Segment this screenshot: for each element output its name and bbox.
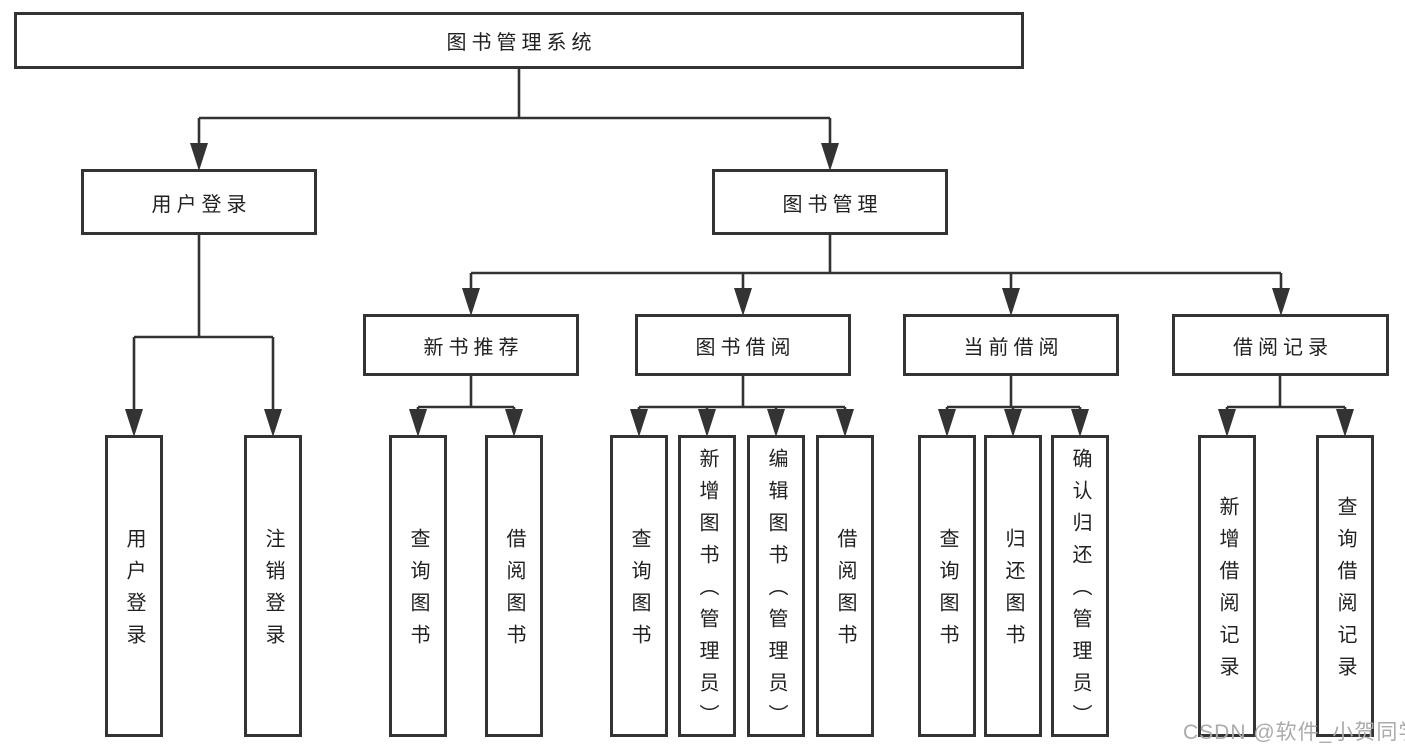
node-leaf-borrowing-query-books-label: 查询图书 [628, 528, 650, 656]
connector-user-login-to-leaves [132, 235, 275, 410]
arrowhead [1218, 409, 1236, 437]
arrowhead [836, 409, 854, 437]
node-leaf-newbooks-borrow-books-label: 借阅图书 [503, 528, 525, 656]
node-leaf-query-borrow-record-label: 查询借阅记录 [1334, 496, 1356, 688]
node-user-login-label: 用户登录 [151, 193, 252, 216]
connector-new-books-to-leaves [416, 376, 516, 411]
arrowhead [505, 409, 523, 437]
node-leaf-edit-books-admin: 编辑图书（管理员） [747, 435, 805, 737]
node-borrow-records-label: 借阅记录 [1233, 336, 1333, 359]
connector-borrowing-to-leaves [637, 376, 847, 411]
node-book-management-label: 图书管理 [782, 193, 883, 216]
arrowhead [190, 143, 208, 171]
arrowhead [698, 409, 716, 437]
node-root-label: 图书管理系统 [446, 32, 597, 54]
node-leaf-logout: 注销登录 [244, 435, 302, 737]
node-leaf-borrowing-borrow-books-label: 借阅图书 [834, 528, 856, 656]
node-book-borrowing: 图书借阅 [635, 314, 851, 376]
arrowhead [938, 409, 956, 437]
connector-records-to-leaves [1225, 376, 1347, 411]
node-leaf-add-borrow-record-label: 新增借阅记录 [1216, 496, 1238, 688]
node-leaf-add-books-admin-label: 新增图书（管理员） [696, 448, 718, 736]
node-new-book-recommend: 新书推荐 [363, 314, 579, 376]
node-user-login: 用户登录 [81, 169, 317, 235]
node-current-borrowing-label: 当前借阅 [963, 336, 1064, 359]
arrowhead [630, 409, 648, 437]
arrowhead [1336, 409, 1354, 437]
node-leaf-edit-books-admin-label: 编辑图书（管理员） [765, 448, 787, 736]
arrowhead [264, 409, 282, 437]
node-leaf-confirm-return-admin-label: 确认归还（管理员） [1069, 448, 1091, 736]
arrowhead [1004, 409, 1022, 437]
node-leaf-user-login-label: 用户登录 [123, 528, 145, 656]
node-leaf-newbooks-query-books: 查询图书 [389, 435, 447, 737]
node-leaf-return-books: 归还图书 [984, 435, 1042, 737]
connector-root-to-level2 [197, 69, 832, 144]
node-leaf-newbooks-query-books-label: 查询图书 [407, 528, 429, 656]
node-root: 图书管理系统 [14, 12, 1024, 69]
node-leaf-logout-label: 注销登录 [262, 528, 284, 656]
node-borrow-records: 借阅记录 [1172, 314, 1389, 376]
node-leaf-borrowing-query-books: 查询图书 [610, 435, 668, 737]
arrowhead [734, 288, 752, 316]
node-leaf-query-borrow-record: 查询借阅记录 [1316, 435, 1374, 737]
arrowhead [821, 143, 839, 171]
watermark: CSDN @软件_小贺同学 [1183, 721, 1405, 744]
arrowhead [409, 409, 427, 437]
node-leaf-newbooks-borrow-books: 借阅图书 [485, 435, 543, 737]
node-leaf-confirm-return-admin: 确认归还（管理员） [1051, 435, 1109, 737]
node-leaf-borrowing-borrow-books: 借阅图书 [816, 435, 874, 737]
arrowhead [462, 288, 480, 316]
node-leaf-add-borrow-record: 新增借阅记录 [1198, 435, 1256, 737]
connector-lines [132, 69, 1347, 411]
arrowheads [125, 143, 1354, 437]
node-new-book-recommend-label: 新书推荐 [423, 336, 524, 359]
arrowhead [767, 409, 785, 437]
node-leaf-add-books-admin: 新增图书（管理员） [678, 435, 736, 737]
connector-book-mgmt-to-level3 [469, 235, 1283, 290]
node-leaf-user-login: 用户登录 [105, 435, 163, 737]
node-book-borrowing-label: 图书借阅 [695, 336, 796, 359]
arrowhead [1002, 288, 1020, 316]
node-book-management: 图书管理 [712, 169, 948, 235]
node-leaf-return-books-label: 归还图书 [1002, 528, 1024, 656]
arrowhead [1272, 288, 1290, 316]
arrowhead [125, 409, 143, 437]
arrowhead [1071, 409, 1089, 437]
connector-current-to-leaves [945, 376, 1082, 411]
node-current-borrowing: 当前借阅 [903, 314, 1119, 376]
node-leaf-current-query-books: 查询图书 [918, 435, 976, 737]
node-leaf-current-query-books-label: 查询图书 [936, 528, 958, 656]
